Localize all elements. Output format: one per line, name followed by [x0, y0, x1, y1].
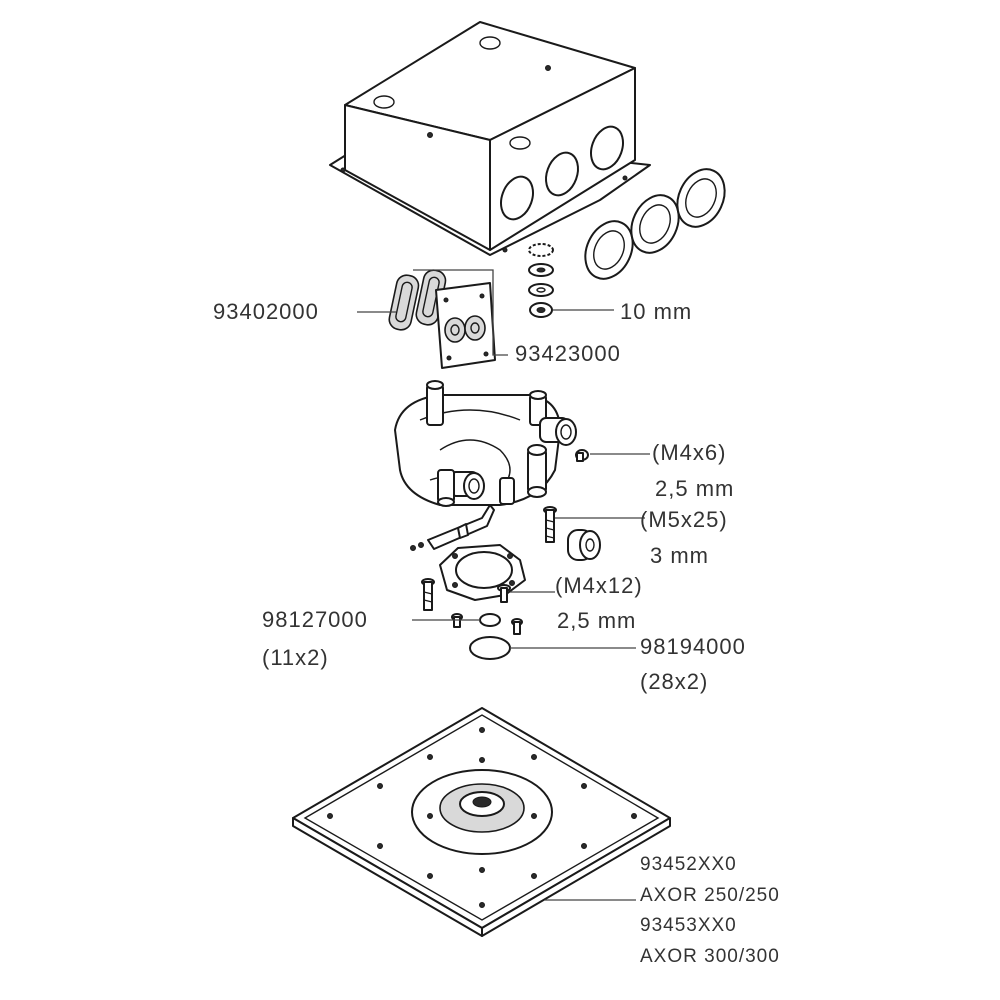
label-screw-m4x6: (M4x6) — [652, 440, 727, 465]
screw-m5x25 — [543, 506, 557, 543]
o-ring-98127000 — [479, 613, 501, 627]
label-plate-300-name: AXOR 300/300 — [640, 946, 780, 967]
set-screws — [451, 613, 523, 635]
long-bolt — [421, 578, 435, 611]
mounting-bracket — [410, 504, 495, 551]
label-key-m4x12: 2,5 mm — [557, 608, 637, 633]
washer-nut-stack — [528, 243, 554, 318]
label-screw-m4x12: (M4x12) — [555, 573, 643, 598]
adapter-plate — [435, 282, 496, 369]
label-plate-250-code: 93452XX0 — [640, 854, 737, 875]
label-part-98127000: 98127000 — [262, 607, 368, 632]
label-part-98194000: 98194000 — [640, 634, 746, 659]
shower-plate — [292, 707, 671, 937]
screw-m4x6 — [575, 449, 589, 462]
label-nut-size: 10 mm — [620, 299, 693, 324]
o-ring-98194000 — [469, 636, 511, 660]
rough-in-box — [329, 21, 651, 256]
nozzle-dots — [327, 727, 637, 908]
label-qty-98194000: (28x2) — [640, 669, 709, 694]
locking-collar — [567, 529, 601, 561]
screw-m4x12 — [497, 584, 511, 603]
label-plate-300-code: 93453XX0 — [640, 915, 737, 936]
label-qty-98127000: (11x2) — [262, 645, 329, 670]
leader-93423000 — [413, 269, 508, 356]
grommet-seals — [584, 168, 726, 280]
label-key-m4x6: 2,5 mm — [655, 476, 735, 501]
label-part-93402000: 93402000 — [213, 299, 319, 324]
label-screw-m5x25: (M5x25) — [640, 507, 728, 532]
label-key-m5x25: 3 mm — [650, 543, 709, 568]
valve-body — [394, 380, 577, 507]
label-plate-250-name: AXOR 250/250 — [640, 885, 780, 906]
label-part-93423000: 93423000 — [515, 341, 621, 366]
